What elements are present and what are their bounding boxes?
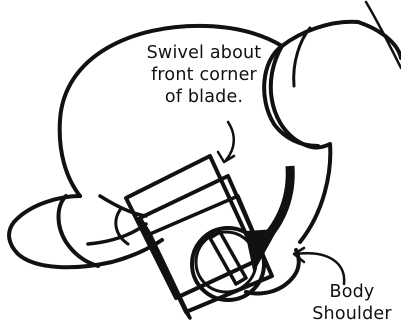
body-hatch-edge [366,2,401,68]
swivel-callout-line: Swivel about [138,42,270,64]
body-shoulder-callout-line: Shoulder [304,303,400,325]
handle-ring [59,196,99,266]
shoulder-leader-line [296,253,344,284]
rotation-arrow [246,166,290,270]
body-shoulder-callout-line: Body [304,281,400,303]
handle-outline [9,196,162,267]
swivel-callout: Swivel about front corner of blade. [138,42,270,108]
swivel-callout-line: of blade. [138,86,270,108]
body-shoulder-callout: Body Shoulder [304,281,400,325]
swivel-leader-line [226,122,234,160]
screw-slot [210,232,246,284]
swivel-callout-line: front corner [138,64,270,86]
